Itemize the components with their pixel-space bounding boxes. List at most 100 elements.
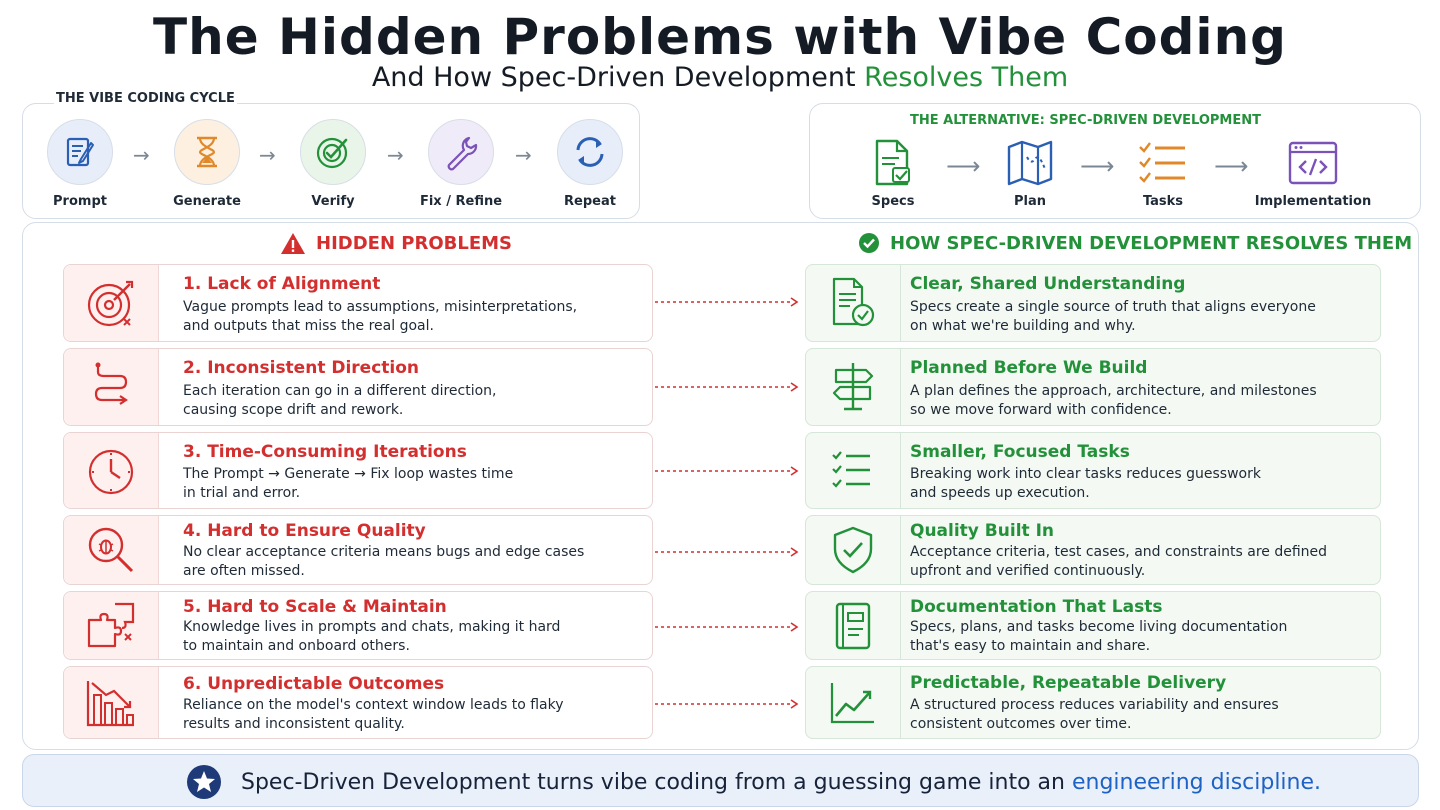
solution-desc-line2: upfront and verified continuously. xyxy=(910,563,1146,579)
vibe-cycle-label: THE VIBE CODING CYCLE xyxy=(54,91,237,106)
repeat-arrows-icon xyxy=(557,119,623,185)
missed-target-icon xyxy=(64,265,159,341)
map-icon xyxy=(970,138,1090,188)
solution-desc-line2: and speeds up execution. xyxy=(910,485,1090,501)
notepad-pen-icon xyxy=(47,119,113,185)
subtitle-part3: Resolves Them xyxy=(864,62,1069,93)
arrow-right-icon: ⟶ xyxy=(1080,152,1115,180)
problem-title: 1. Lack of Alignment xyxy=(183,274,381,294)
shield-check-icon xyxy=(806,516,901,584)
alt-step-implementation: Implementation xyxy=(1253,138,1373,209)
solution-card-2: Planned Before We Build A plan defines t… xyxy=(805,348,1381,426)
solution-desc-line1: A plan defines the approach, architectur… xyxy=(910,383,1317,399)
solution-card-1: Clear, Shared Understanding Specs create… xyxy=(805,264,1381,342)
alt-step-specs: Specs xyxy=(833,138,953,209)
code-window-icon xyxy=(1253,138,1373,188)
wrench-icon xyxy=(428,119,494,185)
solution-desc-line2: that's easy to maintain and share. xyxy=(910,638,1151,654)
alt-step-label: Specs xyxy=(871,194,915,209)
problem-desc-line1: Reliance on the model's context window l… xyxy=(183,697,564,713)
dotted-arrow-connector xyxy=(655,466,799,476)
cycle-step-label: Repeat xyxy=(564,194,616,209)
solution-card-4: Quality Built In Acceptance criteria, te… xyxy=(805,515,1381,585)
dotted-arrow-connector xyxy=(655,382,799,392)
problem-desc-line1: The Prompt → Generate → Fix loop wastes … xyxy=(183,466,514,482)
spec-document-icon xyxy=(833,138,953,188)
subtitle-part2: Spec-Driven Development xyxy=(500,62,856,93)
solution-title: Documentation That Lasts xyxy=(910,597,1163,617)
problem-card-4: 4. Hard to Ensure Quality No clear accep… xyxy=(63,515,653,585)
approved-document-icon xyxy=(806,265,901,341)
subtitle-part1: And How xyxy=(371,62,493,93)
declining-chart-icon xyxy=(64,667,159,738)
alt-step-label: Tasks xyxy=(1142,194,1184,209)
problem-desc-line2: to maintain and onboard others. xyxy=(183,638,410,654)
clock-icon xyxy=(64,433,159,508)
solutions-heading-text: HOW SPEC-DRIVEN DEVELOPMENT RESOLVES THE… xyxy=(890,232,1413,254)
problem-card-3: 3. Time-Consuming Iterations The Prompt … xyxy=(63,432,653,509)
problem-desc-line1: No clear acceptance criteria means bugs … xyxy=(183,544,585,560)
solution-title: Smaller, Focused Tasks xyxy=(910,442,1130,462)
solution-desc-line2: consistent outcomes over time. xyxy=(910,716,1132,732)
solution-desc-line1: Acceptance criteria, test cases, and con… xyxy=(910,544,1328,560)
problem-desc-line2: and outputs that miss the real goal. xyxy=(183,318,434,334)
arrow-right-icon: ⟶ xyxy=(946,152,981,180)
cycle-step-fix-refine: Fix / Refine xyxy=(406,119,516,209)
cycle-step-repeat: Repeat xyxy=(535,119,645,209)
problem-desc-line2: causing scope drift and rework. xyxy=(183,402,404,418)
alternative-panel xyxy=(809,103,1421,219)
solution-desc-line1: Specs, plans, and tasks become living do… xyxy=(910,619,1288,635)
dotted-arrow-connector xyxy=(655,622,799,632)
solution-desc-line2: so we move forward with confidence. xyxy=(910,402,1172,418)
solution-card-5: Documentation That Lasts Specs, plans, a… xyxy=(805,591,1381,660)
signpost-icon xyxy=(806,349,901,425)
cycle-step-label: Verify xyxy=(311,194,355,209)
problem-title: 6. Unpredictable Outcomes xyxy=(183,674,445,694)
problem-desc-line1: Knowledge lives in prompts and chats, ma… xyxy=(183,619,561,635)
cycle-step-verify: Verify xyxy=(278,119,388,209)
alt-step-plan: Plan xyxy=(970,138,1090,209)
solution-desc-line1: Specs create a single source of truth th… xyxy=(910,299,1316,315)
footer-banner xyxy=(22,754,1419,807)
solution-desc-line1: Breaking work into clear tasks reduces g… xyxy=(910,466,1261,482)
book-icon xyxy=(806,592,901,659)
problems-heading: HIDDEN PROBLEMS xyxy=(280,232,512,255)
cycle-step-generate: Generate xyxy=(152,119,262,209)
alt-step-label: Implementation xyxy=(1254,194,1372,209)
dotted-arrow-connector xyxy=(655,699,799,709)
task-list-icon xyxy=(1103,138,1223,188)
problem-card-5: 5. Hard to Scale & Maintain Knowledge li… xyxy=(63,591,653,660)
problems-heading-text: HIDDEN PROBLEMS xyxy=(316,233,512,254)
solution-title: Predictable, Repeatable Delivery xyxy=(910,673,1227,693)
arrow-right-icon: → xyxy=(515,143,532,167)
solution-card-3: Smaller, Focused Tasks Breaking work int… xyxy=(805,432,1381,509)
winding-path-icon xyxy=(64,349,159,425)
problem-title: 4. Hard to Ensure Quality xyxy=(183,521,426,541)
cycle-step-label: Generate xyxy=(173,194,241,209)
footer-text: Spec-Driven Development turns vibe codin… xyxy=(241,770,1321,795)
problem-desc-line2: are often missed. xyxy=(183,563,305,579)
arrow-right-icon: → xyxy=(387,143,404,167)
problem-card-1: 1. Lack of Alignment Vague prompts lead … xyxy=(63,264,653,342)
alt-step-tasks: Tasks xyxy=(1103,138,1223,209)
arrow-right-icon: → xyxy=(133,143,150,167)
problem-title: 3. Time-Consuming Iterations xyxy=(183,442,467,462)
warning-icon xyxy=(281,233,305,254)
arrow-right-icon: → xyxy=(259,143,276,167)
problem-desc-line2: results and inconsistent quality. xyxy=(183,716,405,732)
page-title: The Hidden Problems with Vibe Coding xyxy=(153,8,1287,66)
bug-magnifier-icon xyxy=(64,516,159,584)
problem-desc-line1: Vague prompts lead to assumptions, misin… xyxy=(183,299,578,315)
dotted-arrow-connector xyxy=(655,547,799,557)
solution-desc-line1: A structured process reduces variability… xyxy=(910,697,1279,713)
problem-desc-line1: Each iteration can go in a different dir… xyxy=(183,383,497,399)
star-badge-icon xyxy=(187,765,221,799)
cycle-step-label: Prompt xyxy=(53,194,107,209)
alternative-label: THE ALTERNATIVE: SPEC-DRIVEN DEVELOPMENT xyxy=(910,113,1261,128)
solution-card-6: Predictable, Repeatable Delivery A struc… xyxy=(805,666,1381,739)
cycle-step-prompt: Prompt xyxy=(25,119,135,209)
solution-title: Planned Before We Build xyxy=(910,358,1148,378)
arrow-right-icon: ⟶ xyxy=(1214,152,1249,180)
cycle-step-label: Fix / Refine xyxy=(419,194,503,209)
hourglass-icon xyxy=(174,119,240,185)
